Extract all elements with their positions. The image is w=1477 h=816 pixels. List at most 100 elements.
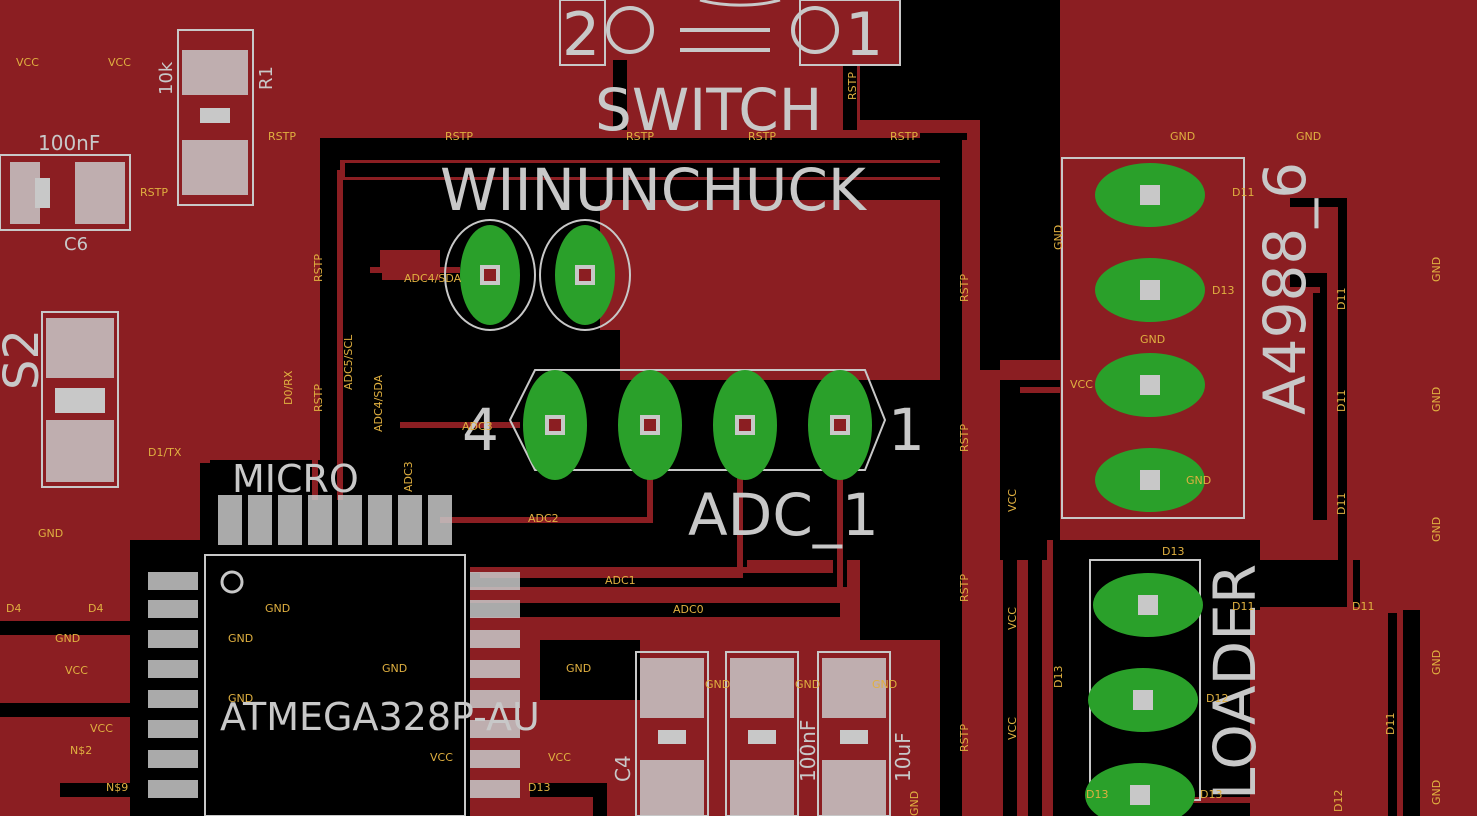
net-label-gnd: GND — [1430, 780, 1443, 805]
net-label-adc3: ADC3 — [402, 461, 415, 492]
net-label-vcc: VCC — [548, 751, 571, 764]
net-label-d13: D13 — [1052, 666, 1065, 688]
s2-footprint[interactable] — [41, 311, 119, 488]
net-label-rstp: RSTP — [958, 574, 971, 602]
net-labels: VCC VCC RSTP RSTP RSTP RSTP RSTP RSTP GN… — [6, 56, 1443, 816]
net-label-d1tx: D1/TX — [148, 446, 182, 459]
adc-name-label: ADC_1 — [688, 481, 879, 549]
net-label-gnd: GND — [1170, 130, 1195, 143]
capacitor-mid-footprint[interactable] — [725, 651, 799, 816]
net-label-d4: D4 — [6, 602, 21, 615]
net-label-rstp: RSTP — [890, 130, 918, 143]
net-label-gnd: GND — [908, 791, 921, 816]
adc-pin-left-label: 4 — [462, 396, 499, 464]
net-label-gnd: GND — [265, 602, 290, 615]
atmega-right-pads — [470, 572, 520, 798]
net-label-vcc: VCC — [1006, 489, 1019, 512]
net-label-rstp: RSTP — [958, 274, 971, 302]
net-label-d11: D11 — [1352, 600, 1374, 613]
net-label-d13: D13 — [1212, 284, 1234, 297]
wiinunchuck-name-label: WIINUNCHUCK — [440, 156, 868, 224]
net-label-rstp: RSTP — [958, 724, 971, 752]
net-label-vcc: VCC — [65, 664, 88, 677]
net-label-adc3: ADC3 — [462, 420, 493, 433]
a4988-header-footprint[interactable] — [1061, 157, 1245, 519]
trace-isolation — [0, 60, 1402, 816]
net-label-adc2: ADC2 — [528, 512, 559, 525]
net-label-adc1: ADC1 — [605, 574, 636, 587]
r1-footprint[interactable] — [177, 29, 254, 206]
cap-right-value-label: 10uF — [891, 732, 915, 782]
net-label-vcc: VCC — [1006, 717, 1019, 740]
c6-value-label: 100nF — [38, 131, 100, 155]
net-label-gnd: GND — [566, 662, 591, 675]
net-label-gnd: GND — [55, 632, 80, 645]
switch-pin-left-label: 2 — [562, 0, 600, 70]
net-label-vcc: VCC — [1070, 378, 1093, 391]
net-label-rstp: RSTP — [312, 254, 325, 282]
net-label-gnd: GND — [228, 632, 253, 645]
net-label-rstp: RSTP — [312, 384, 325, 412]
net-label-rstp: RSTP — [140, 186, 168, 199]
atmega-left-pads — [148, 572, 198, 798]
net-label-gnd: GND — [872, 678, 897, 691]
net-label-d11: D11 — [1335, 288, 1348, 310]
c6-ref-label: C6 — [64, 234, 88, 255]
net-label-n9: N$9 — [106, 781, 128, 794]
net-label-gnd: GND — [795, 678, 820, 691]
net-label-d11: D11 — [1335, 390, 1348, 412]
net-label-vcc: VCC — [1006, 607, 1019, 630]
micro-header-pads[interactable] — [218, 495, 452, 545]
net-label-vcc: VCC — [90, 722, 113, 735]
net-label-gnd: GND — [1140, 333, 1165, 346]
net-label-d11: D11 — [1232, 186, 1254, 199]
c6-footprint[interactable] — [0, 154, 131, 231]
net-label-gnd: GND — [1052, 225, 1065, 250]
net-label-gnd: GND — [1430, 257, 1443, 282]
net-label-rstp: RSTP — [846, 72, 859, 100]
net-label-rstp: RSTP — [445, 130, 473, 143]
c4-ref-label: C4 — [611, 755, 635, 782]
switch-pin-right-label: 1 — [845, 0, 883, 70]
a4988-name-label: A4988_6 — [1251, 162, 1319, 415]
adc-pin-right-label: 1 — [888, 396, 925, 464]
net-label-vcc: VCC — [430, 751, 453, 764]
c4-value-label: 100nF — [796, 720, 820, 782]
switch-name-label: SWITCH — [595, 76, 822, 144]
net-label-vcc: VCC — [16, 56, 39, 69]
net-label-d12: D12 — [1332, 790, 1345, 812]
switch-footprint[interactable] — [559, 0, 901, 66]
atmega-part-label: ATMEGA328P-AU — [220, 695, 540, 739]
net-label-d11: D11 — [1335, 493, 1348, 515]
net-label-gnd: GND — [1186, 474, 1211, 487]
net-label-rstp: RSTP — [958, 424, 971, 452]
capacitor-right-footprint[interactable] — [817, 651, 891, 816]
s2-ref-label: S2 — [0, 329, 50, 390]
loader-name-label: LOADER — [1201, 564, 1269, 800]
net-label-adc0: ADC0 — [673, 603, 704, 616]
net-label-rstp: RSTP — [748, 130, 776, 143]
net-label-adc4sda: ADC4/SDA — [404, 272, 462, 285]
net-label-gnd: GND — [1430, 517, 1443, 542]
r1-value-label: 10k — [156, 61, 177, 95]
atmega-chip-body[interactable] — [204, 554, 466, 816]
net-label-gnd: GND — [1296, 130, 1321, 143]
adc-header-pads[interactable] — [508, 369, 887, 480]
net-label-adc4sda: ADC4/SDA — [372, 374, 385, 432]
micro-name-label: MICRO — [232, 457, 359, 501]
trace-copper — [0, 132, 1403, 816]
capacitor-c4-footprint[interactable] — [635, 651, 709, 816]
net-label-d13: D13 — [528, 781, 550, 794]
loader-header-footprint[interactable] — [1085, 559, 1203, 816]
wiinunchuck-pads[interactable] — [444, 219, 631, 331]
net-label-gnd: GND — [1430, 387, 1443, 412]
net-label-rstp: RSTP — [626, 130, 654, 143]
net-label-vcc: VCC — [108, 56, 131, 69]
net-label-gnd: GND — [38, 527, 63, 540]
net-label-d12: D12 — [1206, 692, 1228, 705]
net-label-d0rx: D0/RX — [282, 370, 295, 405]
net-label-d13: D13 — [1086, 788, 1108, 801]
net-label-gnd: GND — [1430, 650, 1443, 675]
